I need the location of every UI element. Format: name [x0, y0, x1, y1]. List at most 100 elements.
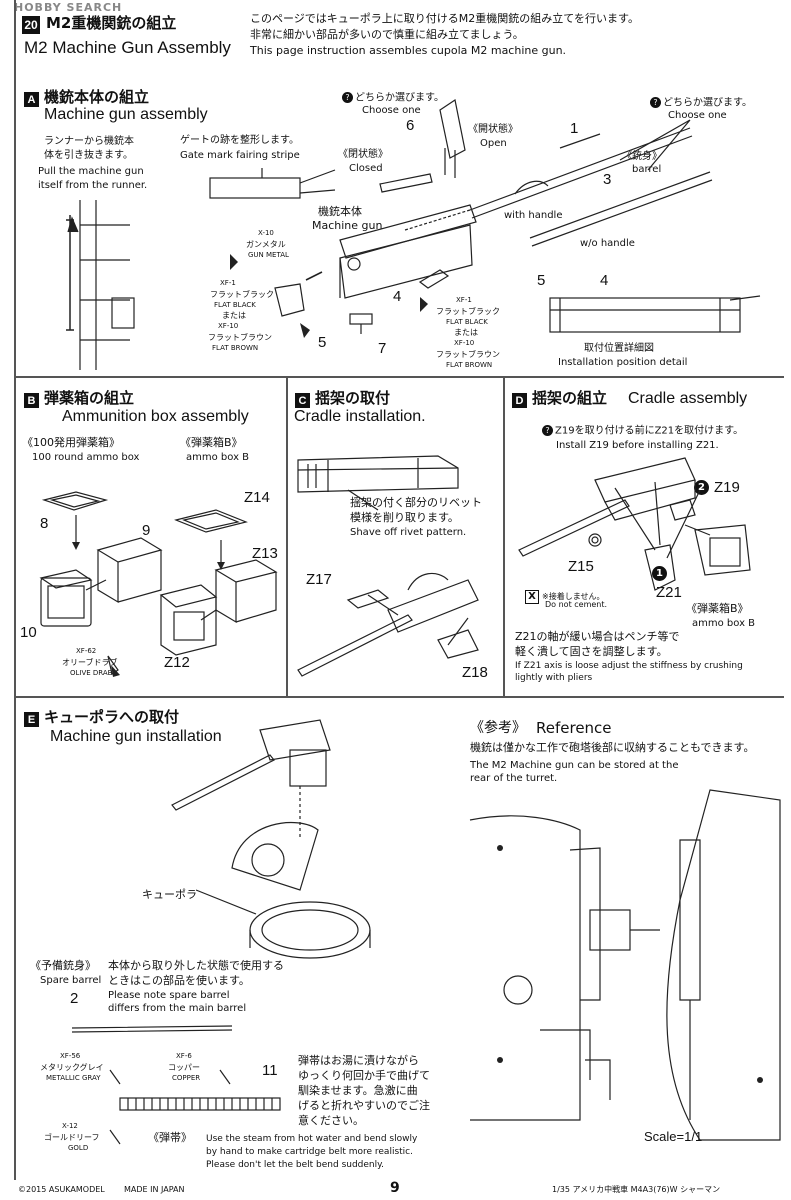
- footer-product: 1/35 アメリカ中戦車 M4A3(76)W シャーマン: [552, 1185, 721, 1194]
- question-icon: ?: [342, 92, 353, 103]
- belt-note-jp-3: 馴染ませます。急激に曲: [298, 1084, 418, 1097]
- machine-gun-jp: 機銃本体: [318, 205, 362, 218]
- paint-x12-jp: ゴールドリーフ: [44, 1133, 100, 1142]
- spare-barrel-en: Spare barrel: [40, 975, 102, 986]
- step-2-circle: 2: [694, 480, 709, 495]
- box100-jp: 《100発用弾薬箱》: [22, 436, 120, 449]
- z19-note-jp: ?Z19を取り付ける前にZ21を取付けます。: [542, 425, 743, 437]
- barrel-jp: 《銃身》: [622, 151, 662, 162]
- part-1-label: 1: [570, 120, 579, 137]
- part-z15-label: Z15: [568, 558, 594, 575]
- paint-x10-code: X-10: [258, 229, 274, 237]
- reference-note-en-1: The M2 Machine gun can be stored at the: [470, 760, 679, 771]
- paint-xf10-code-right: XF-10: [454, 339, 475, 347]
- runner-note-jp-2: 体を引き抜きます。: [44, 150, 133, 161]
- section-b-illustration: [39, 491, 278, 677]
- belt-note-jp-5: 意ください。: [298, 1114, 364, 1127]
- closed-jp: 《閉状態》: [338, 149, 388, 160]
- rivet-note-jp-1: 揺架の付く部分のリベット: [350, 496, 482, 509]
- z19-note-en: Install Z19 before installing Z21.: [556, 440, 719, 451]
- section-d-title-jp: 揺架の組立: [532, 389, 608, 407]
- boxb-en: ammo box B: [186, 452, 250, 463]
- belt-note-jp-2: ゆっくり何回か手で曲げて: [298, 1069, 430, 1082]
- paint-xf56-en: METALLIC GRAY: [46, 1074, 101, 1082]
- reference-note-en-2: rear of the turret.: [470, 773, 558, 784]
- section-e-illustration: [71, 719, 781, 1145]
- paint-x10-jp: ガンメタル: [246, 240, 286, 249]
- page-title-jp: M2重機関銃の組立: [46, 14, 177, 32]
- paint-xf6-code: XF-6: [176, 1052, 192, 1060]
- part-8-label: 8: [40, 515, 49, 532]
- paint-or-left: または: [222, 311, 246, 320]
- section-b-title-en: Ammunition box assembly: [62, 408, 249, 425]
- paint-x10-en: GUN METAL: [248, 251, 289, 259]
- paint-x12-code: X-12: [62, 1122, 78, 1130]
- detail-part-5-label: 5: [537, 272, 546, 289]
- divider-left: [14, 0, 16, 1180]
- section-a-letter: A: [24, 92, 39, 107]
- paint-xf1-en-right: FLAT BLACK: [446, 318, 488, 326]
- spare-barrel-jp: 《予備銃身》: [30, 959, 96, 972]
- part-3-label: 3: [603, 171, 612, 188]
- spare-note-en-2: differs from the main barrel: [108, 1003, 247, 1014]
- step-1-circle: 1: [652, 566, 667, 581]
- part-z17-label: Z17: [306, 571, 332, 588]
- section-c-illustration: [297, 455, 479, 677]
- paint-or-right: または: [454, 328, 478, 337]
- section-e-title-en: Machine gun installation: [50, 728, 222, 745]
- cupola-label: キューポラ: [142, 888, 197, 901]
- divider-e-top: [14, 696, 784, 698]
- section-c-title-jp: 揺架の取付: [315, 389, 391, 407]
- runner-note-en-1: Pull the machine gun: [38, 166, 144, 177]
- open-en: Open: [480, 138, 507, 149]
- question-icon: ?: [650, 97, 661, 108]
- paint-xf10-en-left: FLAT BROWN: [212, 344, 259, 352]
- install-detail-en: Installation position detail: [558, 357, 688, 368]
- no-cement-jp: X※接着しません。: [525, 590, 604, 604]
- section-e-letter: E: [24, 712, 39, 727]
- belt-label-jp: 《弾帯》: [148, 1131, 192, 1144]
- boxb-d-jp: 《弾薬箱B》: [686, 602, 749, 615]
- page-title-en: M2 Machine Gun Assembly: [24, 38, 231, 57]
- section-a-title-en: Machine gun assembly: [44, 106, 208, 123]
- paint-xf1-code-left: XF-1: [220, 279, 236, 287]
- box100-en: 100 round ammo box: [32, 452, 140, 463]
- intro-en: This page instruction assembles cupola M…: [250, 44, 567, 57]
- part-z14-label: Z14: [244, 489, 270, 506]
- part-z18-label: Z18: [462, 664, 488, 681]
- reference-jp: 《参考》: [470, 720, 526, 736]
- part-11-label: 11: [262, 1062, 278, 1079]
- no-cement-icon: X: [525, 590, 539, 604]
- step-number: 20: [22, 16, 40, 34]
- belt-note-en-3: Please don't let the belt bend suddenly.: [206, 1160, 385, 1170]
- gate-note-jp: ゲートの跡を整形します。: [180, 135, 299, 146]
- part-z19-label: Z19: [714, 479, 740, 496]
- paint-xf56-jp: メタリックグレイ: [40, 1063, 104, 1072]
- rivet-note-en: Shave off rivet pattern.: [350, 527, 467, 538]
- belt-note-jp-1: 弾帯はお湯に漬けながら: [298, 1054, 419, 1067]
- paint-xf6-jp: コッパー: [168, 1063, 200, 1072]
- part-7-label: 7: [378, 340, 387, 357]
- divider-cd: [503, 378, 505, 696]
- part-5-label: 5: [318, 334, 327, 351]
- closed-en: Closed: [349, 163, 383, 174]
- section-c-title-en: Cradle installation.: [294, 408, 426, 425]
- section-c-letter: C: [295, 393, 310, 408]
- choose-one-jp-1: ?どちらか選びます。: [342, 92, 444, 104]
- rivet-note-jp-2: 模様を削り取ります。: [350, 511, 459, 524]
- runner-note-en-2: itself from the runner.: [38, 180, 148, 191]
- part-z13-label: Z13: [252, 545, 278, 562]
- paint-xf1-jp-right: フラットブラック: [436, 307, 500, 316]
- part-6-label: 6: [406, 117, 415, 134]
- part-2-label: 2: [70, 990, 79, 1007]
- spare-note-jp-2: ときはこの部品を使います。: [108, 974, 250, 987]
- watermark: HOBBY SEARCH: [14, 1, 123, 14]
- divider-bc: [286, 378, 288, 696]
- with-handle-label: with handle: [504, 210, 563, 221]
- section-b-letter: B: [24, 393, 39, 408]
- spare-note-jp-1: 本体から取り外した状態で使用する: [108, 959, 284, 972]
- paint-x12-en: GOLD: [68, 1144, 89, 1152]
- intro-jp-1: このページではキューポラ上に取り付けるM2重機関銃の組み立てを行います。: [250, 12, 639, 25]
- choose-one-en-1: Choose one: [362, 105, 421, 116]
- choose-one-en-2: Choose one: [668, 110, 727, 121]
